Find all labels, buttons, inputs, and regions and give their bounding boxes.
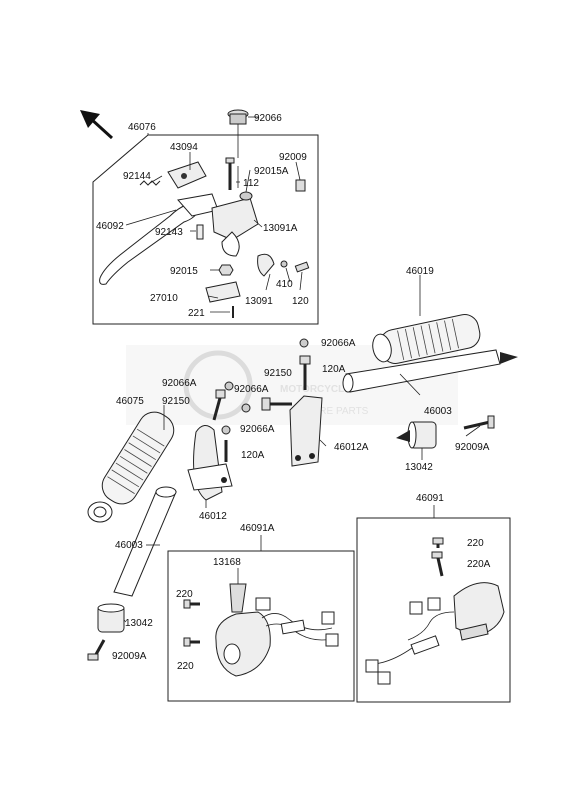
label-92143: 92143 <box>155 227 183 238</box>
label-92066A-b: 92066A <box>162 378 197 389</box>
label-120: 120 <box>292 296 309 307</box>
label-112: 112 <box>243 178 259 189</box>
label-46091: 46091 <box>416 493 444 504</box>
switch-27010 <box>205 281 241 303</box>
label-13091A: 13091A <box>263 223 298 234</box>
label-120A-b: 120A <box>241 450 265 461</box>
bolt-112 <box>225 157 235 190</box>
label-92009A-b: 92009A <box>112 651 147 662</box>
screw-220-c <box>432 537 444 548</box>
right-switch-box <box>356 517 511 703</box>
label-46075: 46075 <box>116 396 144 407</box>
switch-46091 <box>365 582 505 685</box>
washer-92066A-d <box>221 425 231 435</box>
label-92015: 92015 <box>170 266 198 277</box>
grip-46075 <box>87 411 175 523</box>
washer-92066A-c <box>224 381 234 391</box>
cap-92066 <box>227 109 249 125</box>
part-labels: 46076 92066 43094 92015A 92009 92144 112… <box>96 113 491 672</box>
holder-46012A <box>289 395 323 467</box>
front-arrow-icon <box>80 110 114 140</box>
watermark-line2: SPARE PARTS <box>300 406 369 417</box>
label-92066A-c: 92066A <box>234 384 269 395</box>
label-46092: 46092 <box>96 221 124 232</box>
grip-46019 <box>372 314 481 364</box>
washer-92015A <box>239 191 253 201</box>
master-cylinder-13091A <box>211 197 259 257</box>
pin-92143 <box>196 224 204 240</box>
lever-assembly-box <box>92 134 319 325</box>
label-46003-a: 46003 <box>424 406 452 417</box>
brake-lever <box>99 193 219 285</box>
label-46091A: 46091A <box>240 523 275 534</box>
screw-92009 <box>295 179 306 192</box>
label-46003-b: 46003 <box>115 540 143 551</box>
bolt-120A-right <box>261 397 292 411</box>
washer-92066A-a <box>299 338 309 348</box>
leader-lines <box>123 116 481 623</box>
label-92009: 92009 <box>279 152 307 163</box>
label-46012A: 46012A <box>334 442 369 453</box>
switch-46091A <box>215 583 339 677</box>
screw-92009A-left <box>87 639 106 661</box>
bolt-120 <box>294 261 310 273</box>
bolt-92150-right <box>299 355 311 390</box>
throttle-tube-46003-right <box>342 349 518 393</box>
label-27010: 27010 <box>150 293 178 304</box>
clamp-13091 <box>257 253 275 277</box>
holder-46012 <box>187 425 233 501</box>
label-13091: 13091 <box>245 296 273 307</box>
part-43094 <box>167 161 207 189</box>
label-92009A-a: 92009A <box>455 442 490 453</box>
label-220A: 220A <box>467 559 491 570</box>
screw-92009A-right <box>463 415 495 430</box>
label-220-b: 220 <box>177 661 194 672</box>
label-13042-b: 13042 <box>125 618 153 629</box>
label-92144: 92144 <box>123 171 151 182</box>
washer-410 <box>280 260 288 268</box>
label-92066: 92066 <box>254 113 282 124</box>
screw-220-b <box>183 637 200 647</box>
label-220-a: 220 <box>176 589 193 600</box>
throttle-tube-46003-left <box>113 486 177 597</box>
label-13168: 13168 <box>213 557 241 568</box>
screw-220-a <box>183 599 200 609</box>
label-92066A-a: 92066A <box>321 338 356 349</box>
watermark-line1: MOTORCYCLE <box>280 384 351 395</box>
washer-92066A-b <box>241 403 251 413</box>
watermark-logo <box>183 350 253 420</box>
label-46012: 46012 <box>199 511 227 522</box>
screw-220A <box>431 551 444 577</box>
label-221: 221 <box>188 308 205 319</box>
bolt-92150-left <box>212 389 226 421</box>
label-46076: 46076 <box>128 122 156 133</box>
label-120A-a: 120A <box>322 364 346 375</box>
bar-weight-13042-right <box>396 421 437 449</box>
label-13042-a: 13042 <box>405 462 433 473</box>
label-410: 410 <box>276 279 293 290</box>
label-92150-b: 92150 <box>162 396 190 407</box>
label-92015A: 92015A <box>254 166 289 177</box>
label-43094: 43094 <box>170 142 198 153</box>
label-92150-a: 92150 <box>264 368 292 379</box>
nut-92015 <box>218 264 234 276</box>
bar-weight-13042-left <box>97 603 125 633</box>
label-92066A-d: 92066A <box>240 424 275 435</box>
label-220-c: 220 <box>467 538 484 549</box>
label-46019: 46019 <box>406 266 434 277</box>
